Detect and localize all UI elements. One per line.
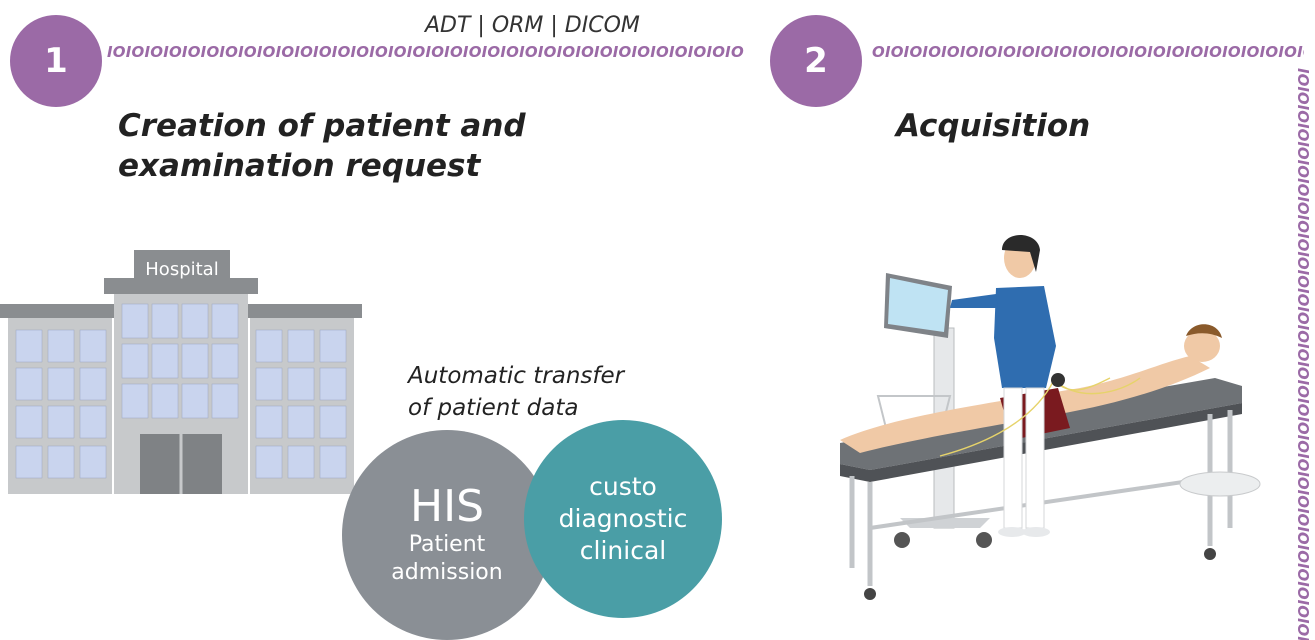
step-1-title: Creation of patient and examination requ… (118, 106, 526, 186)
step-1-title-line-2: examination request (118, 148, 481, 184)
step-1-title-line-1: Creation of patient and (118, 108, 526, 144)
binary-stream-top-left: IOIOIOIOIOIOIOIOIOIOIOIOIOIOIOIOIOIOIOIO… (107, 43, 744, 61)
step-2-title-line-1: Acquisition (896, 108, 1091, 144)
his-system-bubble: HIS Patient admission (342, 430, 552, 640)
custo-line-3: clinical (579, 536, 667, 565)
custo-line-2: diagnostic (558, 504, 688, 533)
transfer-caption-line-1: Automatic transfer (408, 363, 625, 389)
step-1-number: 1 (44, 41, 68, 81)
step-2-title: Acquisition (896, 106, 1090, 146)
his-line-2: admission (391, 560, 503, 585)
binary-stream-top-right: OIOIOIOIOIOIOIOIOIOIOIOIOIOIOIOIOIOIOIOI… (872, 43, 1304, 61)
acquisition-illustration (840, 235, 1261, 600)
step-1-badge: 1 (10, 15, 102, 107)
hospital-building-icon (0, 250, 362, 494)
step-2-badge: 2 (770, 15, 862, 107)
custo-system-bubble: custo diagnostic clinical (524, 420, 722, 618)
transfer-caption-line-2: of patient data (408, 395, 579, 421)
nurse-figure-icon (950, 235, 1056, 537)
step-2-number: 2 (804, 41, 828, 81)
binary-stream-vertical: IOIOIOIOIOIOIOIOIOIOIOIOIOIOIOIOIOIOIOIO… (1294, 68, 1312, 640)
his-title: HIS (410, 481, 484, 532)
his-line-1: Patient (408, 532, 486, 557)
custo-line-1: custo (589, 472, 657, 501)
hospital-sign: Hospital (145, 258, 219, 280)
transfer-caption: Automatic transfer of patient data (408, 360, 624, 424)
protocol-label: ADT | ORM | DICOM (425, 13, 640, 38)
